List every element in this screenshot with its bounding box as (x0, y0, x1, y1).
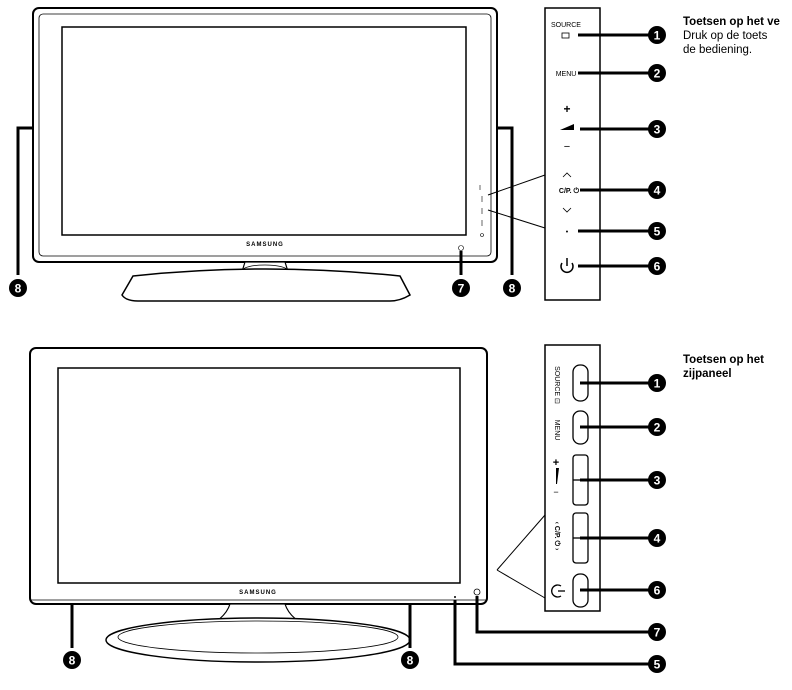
svg-text:3: 3 (654, 474, 661, 488)
top-speaker-line-right (497, 126, 514, 275)
svg-text:5: 5 (654, 658, 661, 672)
svg-text:3: 3 (654, 123, 661, 137)
top-tv: SAMSUNG (16, 7, 546, 302)
bottom-chpower-label: ‹ C/P. ⏻ › (553, 522, 561, 551)
top-power-icon (560, 258, 574, 273)
svg-text:7: 7 (458, 282, 465, 296)
top-control-panel: SOURCE MENU + − C/P. ⏻ • (544, 7, 650, 301)
bottom-tv-logo: SAMSUNG (239, 590, 277, 596)
top-volume-icon (560, 124, 574, 130)
top-caption-line1: Druk op de toets (683, 30, 768, 42)
top-plus-label: + (563, 102, 570, 116)
bottom-power-led-line (475, 596, 650, 634)
top-source-label: SOURCE (551, 22, 581, 29)
top-tv-screen (61, 26, 467, 236)
bottom-tv-stand-base (105, 617, 411, 663)
top-dot-label: • (566, 229, 569, 236)
bottom-tv-power-indicator (473, 588, 481, 596)
svg-text:6: 6 (654, 584, 661, 598)
svg-text:6: 6 (654, 260, 661, 274)
bottom-control-panel: SOURCE ⊡ MENU + − ‹ C/P. ⏻ › (544, 344, 650, 612)
bottom-sensor-line (453, 600, 650, 666)
top-tv-stand-base (121, 268, 411, 302)
callout-badges: 1 2 3 4 5 6 8 8 7 1 2 3 4 6 7 5 8 8 (9, 26, 666, 673)
top-tv-logo: SAMSUNG (246, 242, 284, 248)
bottom-tv: SAMSUNG (29, 347, 650, 666)
top-caption-line2: de bediening. (683, 44, 753, 56)
svg-text:1: 1 (654, 377, 661, 391)
top-down-chevron-icon (562, 207, 572, 213)
bottom-plus-label: + (553, 457, 559, 469)
top-speaker-line-left (16, 126, 33, 275)
bottom-caption-heading-line1: Toetsen op het (683, 354, 764, 366)
top-tv-inner-frame (38, 13, 492, 257)
svg-text:4: 4 (654, 532, 661, 546)
bottom-power-icon (551, 584, 565, 598)
svg-text:8: 8 (15, 282, 22, 296)
svg-text:2: 2 (654, 67, 661, 81)
bottom-caption-heading-line2: zijpaneel (683, 368, 732, 380)
bottom-tv-screen (57, 367, 461, 584)
top-minus-label: − (564, 141, 570, 153)
bottom-source-label: SOURCE ⊡ (553, 366, 560, 404)
svg-text:4: 4 (654, 184, 661, 198)
bottom-menu-label: MENU (553, 420, 560, 441)
svg-text:5: 5 (654, 225, 661, 239)
top-chpower-label: C/P. ⏻ (559, 187, 580, 195)
top-up-chevron-icon (562, 172, 572, 178)
svg-text:2: 2 (654, 421, 661, 435)
svg-text:8: 8 (407, 654, 414, 668)
svg-text:8: 8 (509, 282, 516, 296)
svg-text:7: 7 (654, 626, 661, 640)
svg-text:1: 1 (654, 29, 661, 43)
top-caption-heading: Toetsen op het ve (683, 16, 780, 28)
bottom-caption: Toetsen op het zijpaneel (683, 353, 792, 381)
bottom-minus-label: − (553, 487, 558, 497)
top-menu-label: MENU (556, 71, 577, 78)
bottom-volume-icon (556, 468, 559, 484)
svg-text:8: 8 (69, 654, 76, 668)
top-tv-side-buttons (458, 185, 484, 251)
top-source-icon (561, 32, 570, 39)
top-caption: Toetsen op het ve Druk op de toets de be… (683, 15, 792, 57)
